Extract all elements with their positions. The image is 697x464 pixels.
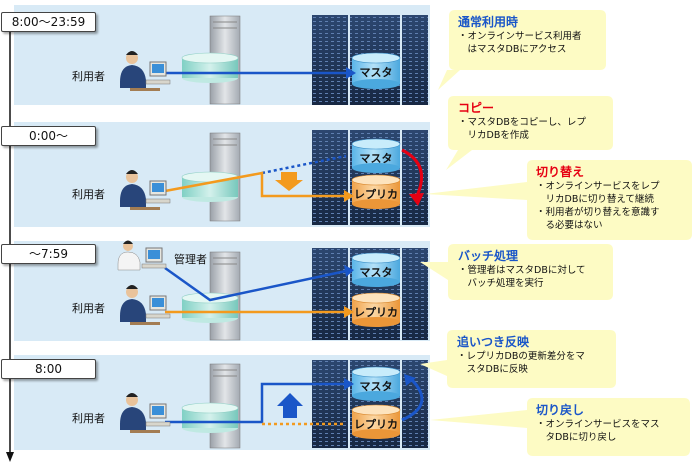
callout-copy: コピー ・マスタDBをコピーし、レプ リカDBを作成: [458, 99, 586, 142]
callout-title: 通常利用時: [458, 15, 519, 29]
callout-line: ・オンラインサービスをレプ: [536, 181, 660, 192]
admin-label: 管理者: [174, 253, 207, 266]
timeline-arrowhead: [6, 452, 14, 462]
master-db-label: マスタ: [359, 66, 393, 79]
callout-line: スタDBに反映: [457, 364, 528, 375]
time-label: ～7:59: [29, 247, 68, 261]
callout-line: リカDBを作成: [458, 130, 529, 141]
row3-graphics: [117, 240, 428, 341]
user-label: 利用者: [72, 188, 105, 201]
time-label: 8:00: [35, 362, 62, 376]
callout-line: る必要はない: [536, 220, 603, 231]
callout-line: リカDBに切り替えて継続: [536, 194, 654, 205]
callout-line: ・マスタDBをコピーし、レプ: [458, 117, 586, 128]
master-db-label: マスタ: [359, 152, 393, 165]
callout-switch: 切り替え ・オンラインサービスをレプ リカDBに切り替えて継続 ・利用者が切り替…: [536, 163, 660, 232]
callout-title: コピー: [458, 101, 495, 115]
user-label: 利用者: [72, 302, 105, 315]
master-db-label: マスタ: [359, 266, 393, 279]
callout-line: ・レプリカDBの更新差分をマ: [457, 351, 585, 362]
time-label: 0:00～: [29, 129, 68, 143]
master-db-label: マスタ: [359, 380, 393, 393]
callout-batch: バッチ処理 ・管理者はマスタDBに対して バッチ処理を実行: [458, 247, 586, 290]
replica-db-label: レプリカ: [354, 188, 398, 201]
time-box-row-1: 8:00～23:59: [1, 12, 96, 32]
callout-title: 切り戻し: [536, 403, 585, 417]
row1-graphics: [120, 15, 428, 105]
row2-graphics: [120, 130, 428, 225]
user-label: 利用者: [72, 412, 105, 425]
row4-graphics: [120, 360, 428, 449]
callout-line: ・オンラインサービスをマス: [536, 419, 660, 430]
callout-switch-back: 切り戻し ・オンラインサービスをマス タDBに切り戻し: [536, 401, 660, 444]
callout-line: はマスタDBにアクセス: [458, 44, 567, 55]
replica-db-label: レプリカ: [354, 306, 398, 319]
callout-line: ・管理者はマスタDBに対して: [458, 265, 586, 276]
callout-shapes: [420, 10, 692, 456]
user-label: 利用者: [72, 70, 105, 83]
callout-normal-use: 通常利用時 ・オンラインサービス利用者 はマスタDBにアクセス: [458, 13, 582, 56]
callout-title: バッチ処理: [458, 249, 519, 263]
callout-line: バッチ処理を実行: [458, 278, 544, 289]
time-label: 8:00～23:59: [11, 15, 86, 29]
time-box-row-2: 0:00～: [1, 126, 96, 146]
callout-line: ・利用者が切り替えを意識す: [536, 207, 660, 218]
time-box-row-3: ～7:59: [1, 244, 96, 264]
replica-db-label: レプリカ: [354, 418, 398, 431]
time-box-row-4: 8:00: [1, 359, 96, 379]
callout-catch-up: 追いつき反映 ・レプリカDBの更新差分をマ スタDBに反映: [457, 333, 585, 376]
callout-line: タDBに切り戻し: [536, 432, 617, 443]
callout-title: 追いつき反映: [457, 335, 530, 349]
callout-title: 切り替え: [536, 165, 585, 179]
callout-line: ・オンラインサービス利用者: [458, 31, 582, 42]
